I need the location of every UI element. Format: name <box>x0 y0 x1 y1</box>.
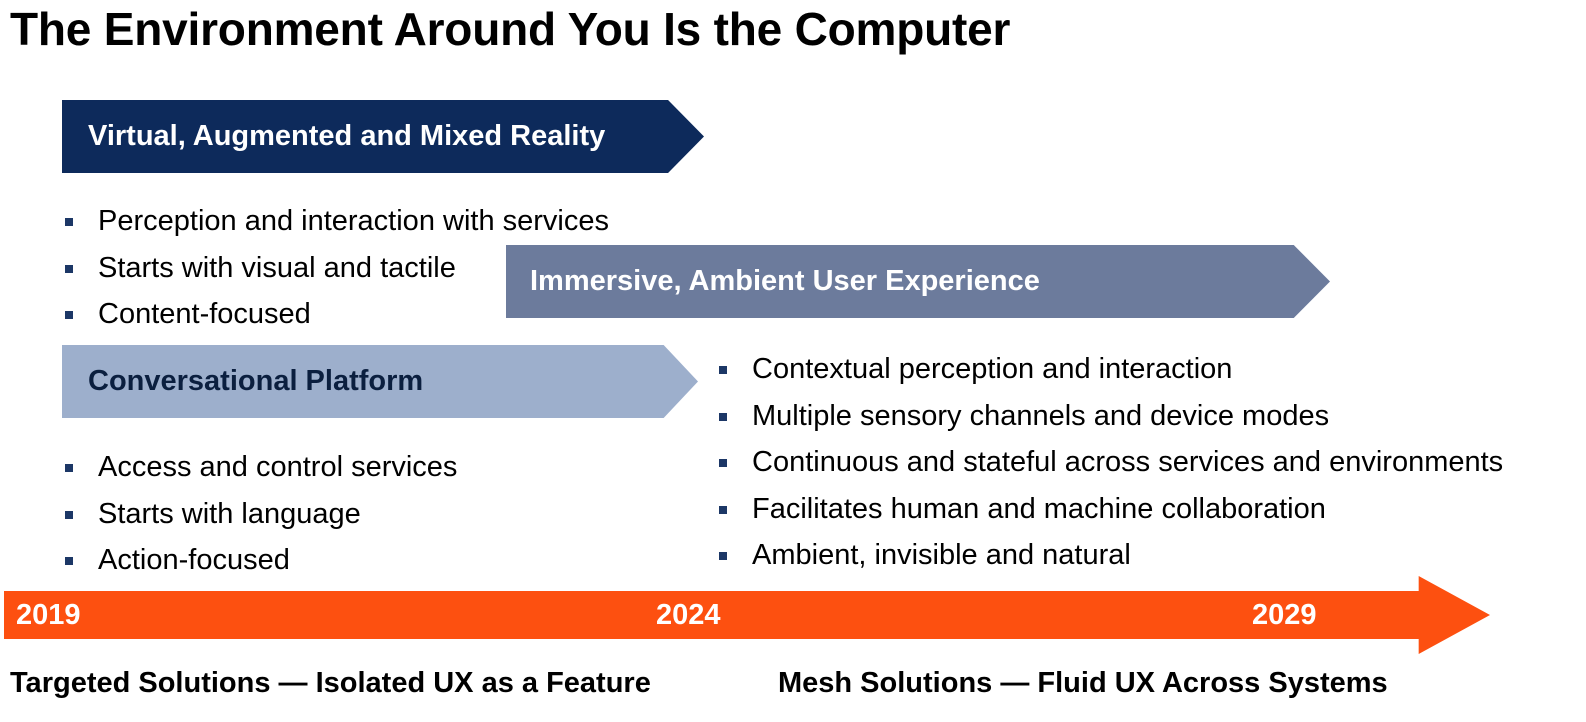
vr-chevron: Virtual, Augmented and Mixed Reality <box>62 100 704 173</box>
vr-bullet-list: Perception and interaction with services… <box>62 204 609 344</box>
footer-right-caption: Mesh Solutions — Fluid UX Across Systems <box>778 667 1388 699</box>
list-item: Starts with language <box>62 497 457 544</box>
conversational-chevron-label: Conversational Platform <box>88 365 424 397</box>
bullet-square-icon <box>65 218 73 226</box>
immersive-chevron-label: Immersive, Ambient User Experience <box>530 265 1040 297</box>
timeline-year-2019: 2019 <box>16 599 81 631</box>
vr-chevron-label: Virtual, Augmented and Mixed Reality <box>88 120 606 152</box>
bullet-square-icon <box>65 464 73 472</box>
bullet-square-icon <box>65 510 73 519</box>
list-item: Ambient, invisible and natural <box>716 538 1503 585</box>
bullet-square-icon <box>719 552 727 560</box>
immersive-chevron: Immersive, Ambient User Experience <box>506 245 1330 318</box>
footer-left-caption: Targeted Solutions — Isolated UX as a Fe… <box>10 667 651 699</box>
list-item: Multiple sensory channels and device mod… <box>716 399 1503 446</box>
conversational-bullet-list: Access and control services Starts with … <box>62 450 457 590</box>
list-item: Perception and interaction with services <box>62 204 609 251</box>
list-item: Continuous and stateful across services … <box>716 445 1503 492</box>
bullet-square-icon <box>65 311 73 319</box>
page-title: The Environment Around You Is the Comput… <box>10 3 1011 55</box>
immersive-bullet-list: Contextual perception and interaction Mu… <box>716 352 1503 585</box>
timeline-year-2024: 2024 <box>656 599 721 631</box>
bullet-square-icon <box>65 557 73 565</box>
list-item: Action-focused <box>62 543 457 590</box>
list-item: Facilitates human and machine collaborat… <box>716 492 1503 539</box>
list-item: Content-focused <box>62 297 609 344</box>
conversational-chevron: Conversational Platform <box>62 345 698 418</box>
bullet-square-icon <box>719 412 727 421</box>
bullet-square-icon <box>719 366 727 374</box>
bullet-square-icon <box>719 505 727 514</box>
bullet-square-icon <box>65 264 73 273</box>
list-item: Starts with visual and tactile <box>62 251 609 298</box>
timeline-year-2029: 2029 <box>1252 599 1317 631</box>
list-item: Contextual perception and interaction <box>716 352 1503 399</box>
list-item: Access and control services <box>62 450 457 497</box>
bullet-square-icon <box>719 459 727 467</box>
